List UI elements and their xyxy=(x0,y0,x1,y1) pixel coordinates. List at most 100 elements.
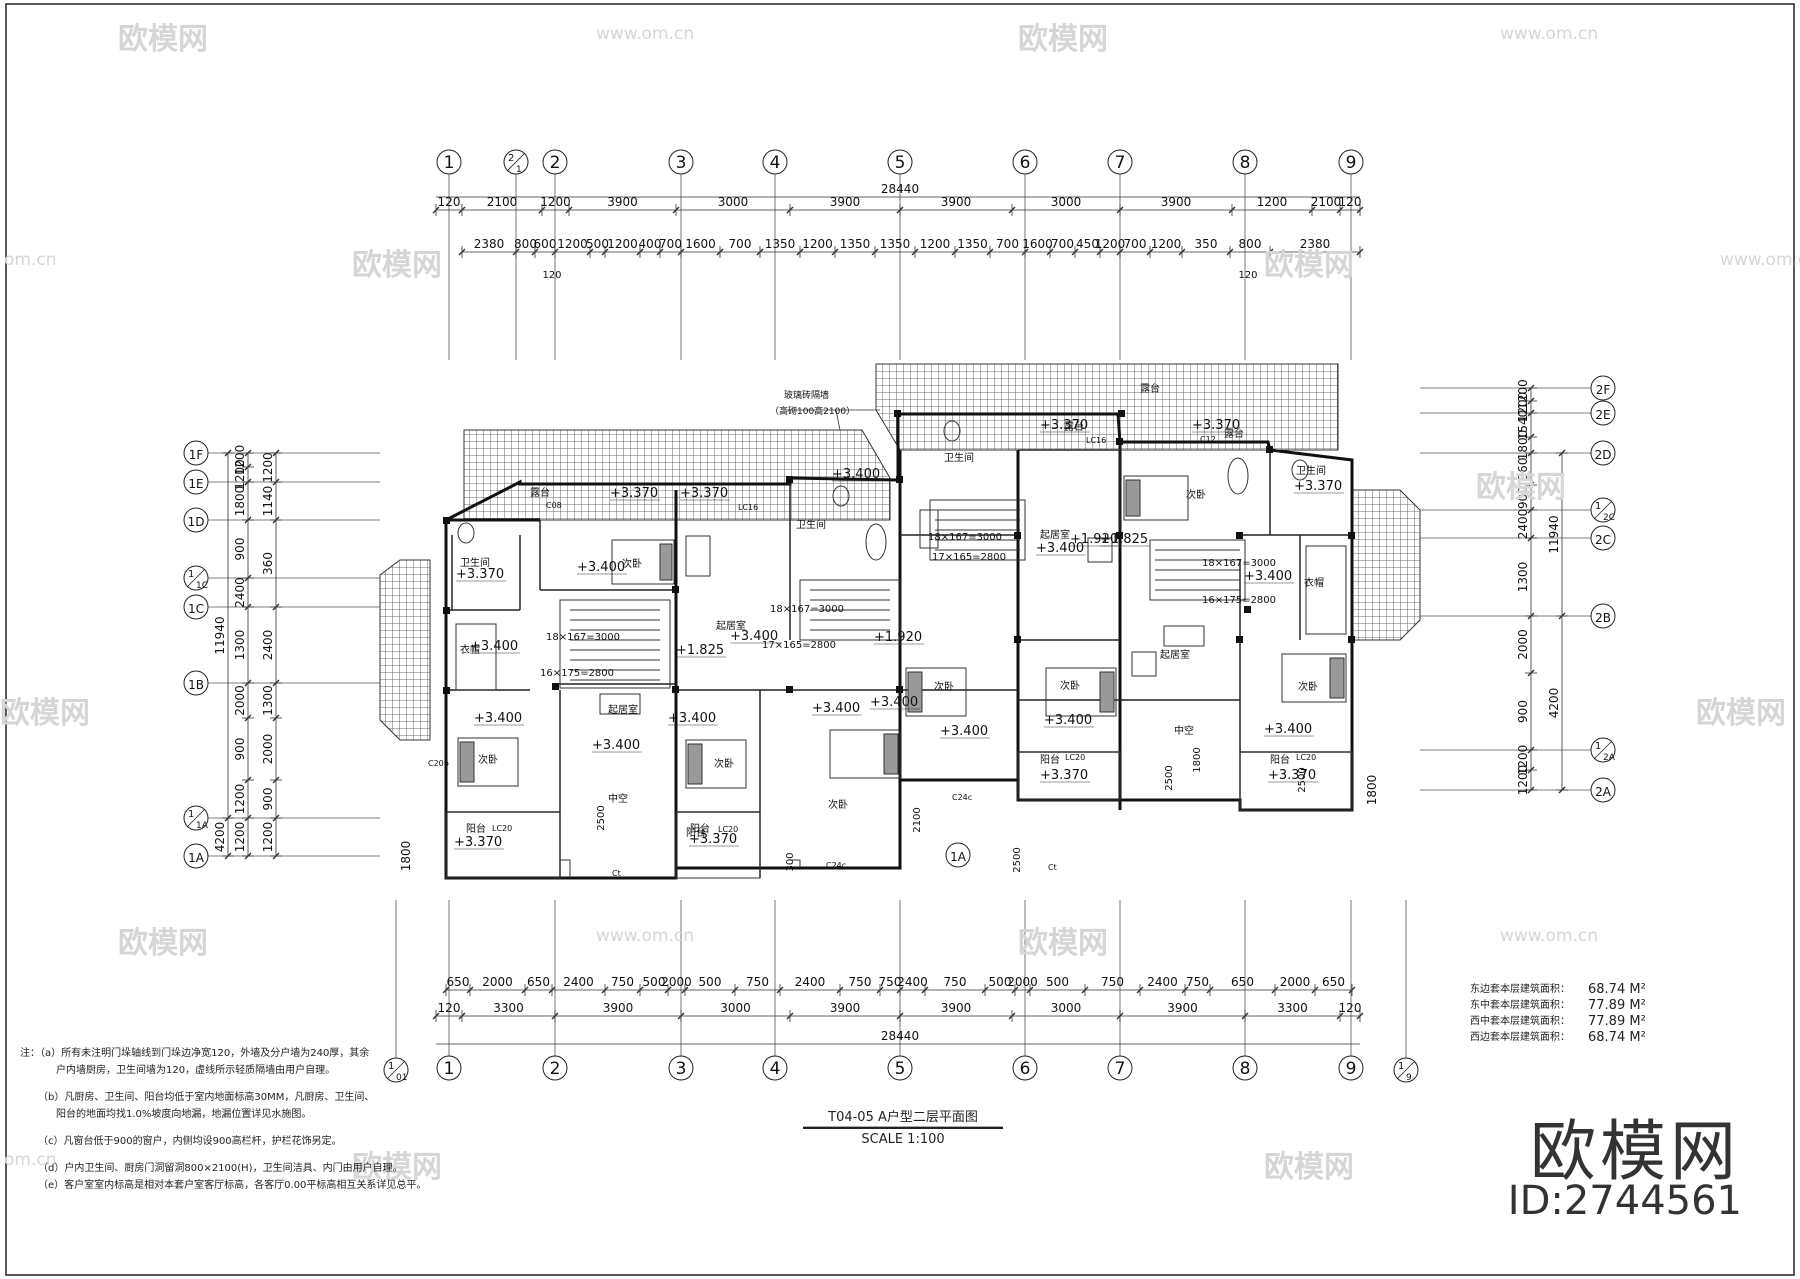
level-mark: +3.400 xyxy=(832,467,880,482)
dim-label-top: 3900 xyxy=(830,195,861,209)
axis-bubble-right: 2E xyxy=(1590,400,1616,426)
dim-label-bottom: 650 xyxy=(1231,975,1254,989)
note-line: （c）凡窗台低于900的窗户，内侧均设900高栏杆，护栏花饰另定。 xyxy=(38,1136,342,1147)
stair-spec: 18×167=3000 xyxy=(770,604,844,615)
axis-label: 8 xyxy=(1240,1059,1251,1079)
level-labels: +3.370+3.370+3.370+3.370+3.370+3.370+3.4… xyxy=(454,418,1344,850)
balconies xyxy=(445,751,1353,879)
axis-label: 1B xyxy=(188,678,204,692)
window-code: C12 xyxy=(1200,435,1216,444)
axis-label: 4 xyxy=(770,153,781,173)
dim-label-right: 4200 xyxy=(1547,688,1561,719)
dim-label-bottom: 500 xyxy=(1046,975,1069,989)
callout-line2: （高砌100高2100） xyxy=(770,405,855,417)
axis-bubble-top: 1 xyxy=(436,149,462,175)
axis-label: 2 xyxy=(508,153,514,164)
room-open: 中空 xyxy=(1174,724,1194,737)
dim-label-bottom2: 3300 xyxy=(493,1001,524,1015)
room-balcony: 阳台 xyxy=(686,826,706,839)
watermark: 欧模网 xyxy=(0,696,90,731)
axis-bubble-left: 1A xyxy=(183,843,209,869)
dim-label-bottom: 2000 xyxy=(482,975,513,989)
area-row: 东中套本层建筑面积： 77.89 M² xyxy=(1470,998,1646,1014)
dim-label-top: 3900 xyxy=(607,195,638,209)
axis-bubble-bottom: 7 xyxy=(1107,1055,1133,1081)
window-code: Ct xyxy=(612,869,621,878)
dim-label-left: 2400 xyxy=(233,577,247,608)
dim-label-bottom2: 120 xyxy=(1339,1001,1362,1015)
stair-spec: 16×175=2800 xyxy=(1202,595,1276,606)
room-bedroom: 次卧 xyxy=(828,798,848,811)
note-line: 注：（a）所有未注明门垛轴线到门垛边净宽120，外墙及分户墙为240厚，其余 xyxy=(20,1048,370,1059)
dim-label-top2: 700 xyxy=(729,237,752,251)
watermark-url: www.om.cn xyxy=(596,24,695,44)
axis-label: 2 xyxy=(550,1059,561,1079)
drawing-scale: SCALE 1:100 xyxy=(861,1132,945,1147)
dim-label-top2: 400 xyxy=(639,237,662,251)
drawing-frame xyxy=(5,3,1795,1276)
axis-bubble-bottom: 4 xyxy=(762,1055,788,1081)
dim-label-right: 1300 xyxy=(1516,562,1530,593)
room-bath: 卫生间 xyxy=(796,518,826,531)
roof-tiles xyxy=(379,363,1421,741)
axis-bubble-right: 2F xyxy=(1590,375,1616,401)
room-terrace: 露台 xyxy=(1140,382,1160,395)
axis-bubble-bottom: 6 xyxy=(1012,1055,1038,1081)
axis-label: 01 xyxy=(396,1073,407,1083)
note-line: 户内墙厨房，卫生间墙为120，虚线所示轻质隔墙由用户自理。 xyxy=(56,1065,336,1076)
axis-label: 2C xyxy=(1595,533,1611,547)
dim-label-right: 1800 xyxy=(1365,775,1379,806)
dim-label-bottom: 2400 xyxy=(1147,975,1178,989)
room-bath: 卫生间 xyxy=(460,556,490,569)
level-mark: +3.370 xyxy=(1268,768,1316,783)
dim-label-bottom2: 3900 xyxy=(1167,1001,1198,1015)
dim-label-bottom: 750 xyxy=(879,975,902,989)
area-table: 东边套本层建筑面积：68.74 M² 东中套本层建筑面积：77.89 M² 西中… xyxy=(1470,982,1646,1046)
dim-label-bottom: 750 xyxy=(849,975,872,989)
watermark: 欧模网 xyxy=(1018,926,1108,961)
dim-label-top: 1200 xyxy=(1257,195,1288,209)
axis-label: 9 xyxy=(1346,153,1357,173)
dim-label-sub: 120 xyxy=(542,270,561,281)
level-mark: +3.400 xyxy=(1036,541,1084,556)
axis-label: 6 xyxy=(1020,153,1031,173)
axis-label: 1A xyxy=(188,851,205,865)
axis-lines xyxy=(208,174,1591,1058)
watermark: 欧模网 xyxy=(1018,22,1108,57)
axis-label: 1A xyxy=(950,850,967,864)
axis-bubble-top: 2 xyxy=(542,149,568,175)
watermark: 欧模网 xyxy=(118,22,208,57)
room-bedroom: 次卧 xyxy=(1186,488,1206,501)
dim-label-mid: 2100 xyxy=(912,807,923,832)
level-mark: +3.400 xyxy=(940,724,988,739)
note-line: 阳台的地面均找1.0%坡度向地漏，地漏位置详见水施图。 xyxy=(56,1109,312,1120)
dim-label-left: 1140 xyxy=(261,486,275,517)
callout-line1: 玻璃砖隔墙 xyxy=(784,389,829,401)
level-mark: +3.370 xyxy=(1192,418,1240,433)
area-value: 77.89 M² xyxy=(1588,998,1646,1013)
axis-label: 2D xyxy=(1595,448,1612,462)
level-mark: +3.370 xyxy=(680,486,728,501)
dim-label-bottom: 500 xyxy=(643,975,666,989)
dim-label-left: 1200 xyxy=(233,445,247,476)
axis-label: 7 xyxy=(1115,1059,1126,1079)
note-line: （e）客户室室内标高是相对本套户室客厅标高，各客厅0.00平标高相互关系详见总平… xyxy=(38,1180,427,1191)
area-value: 68.74 M² xyxy=(1588,1030,1646,1045)
watermark: 欧模网 xyxy=(1696,696,1786,731)
axis-bubble-left: 11C xyxy=(183,565,209,591)
axis-label: 2C xyxy=(1603,513,1615,523)
window-code: LC20 xyxy=(1296,753,1316,762)
axis-label: 7 xyxy=(1115,153,1126,173)
window-code: LC16 xyxy=(1086,436,1106,445)
axis-label: 1 xyxy=(444,1059,455,1079)
area-label: 东中套本层建筑面积： xyxy=(1470,1000,1570,1011)
watermark-url: www.om.cn xyxy=(1500,24,1599,44)
room-bath: 卫生间 xyxy=(944,451,974,464)
window-code: C08 xyxy=(546,501,562,510)
window-code: LC20 xyxy=(718,825,738,834)
axis-label: 2F xyxy=(1596,383,1611,397)
area-label: 东边套本层建筑面积： xyxy=(1470,984,1570,995)
